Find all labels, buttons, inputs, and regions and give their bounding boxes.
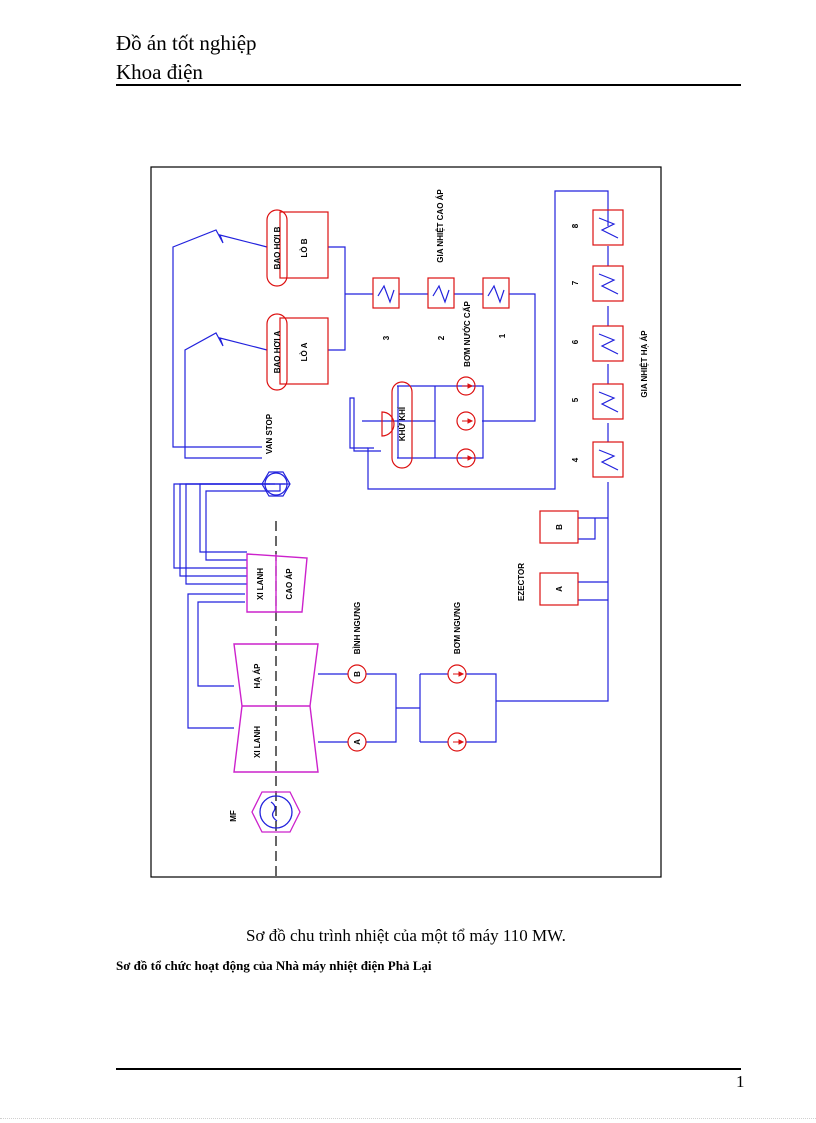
stop-valve-label: VAN STOP [265, 413, 274, 454]
stop-valve [261, 471, 291, 497]
lp-heater-group-label: GIA NHIỆT HẠ ÁP [640, 330, 649, 398]
lp-heater-6-label: 6 [571, 339, 580, 344]
thermal-cycle-diagram: BAO HƠI B LÒ B BAO HƠI A LÒ A GIA NHIỆT … [150, 166, 662, 878]
boiler-a-drum [266, 313, 288, 391]
ejector-label: EZECTOR [517, 563, 526, 601]
hp-heater-2-label: 2 [437, 335, 446, 340]
ejector-a-box [539, 572, 579, 606]
hp-cylinder-label-2: CAO ÁP [285, 568, 294, 600]
lp-heater-4-label: 4 [571, 457, 580, 462]
hp-heater-2 [427, 277, 455, 309]
deaerator-dome [381, 411, 395, 437]
boiler-b-drum [266, 209, 288, 287]
hp-heater-3-label: 3 [382, 335, 391, 340]
feed-pump-1 [456, 376, 476, 396]
hp-heater-1-label: 1 [498, 333, 507, 338]
feed-pump-3 [456, 448, 476, 468]
furnace-a [279, 317, 329, 385]
hp-heater-3 [372, 277, 400, 309]
lp-heater-8-label: 8 [571, 223, 580, 228]
condensate-pump-label: BƠM NGƯNG [453, 602, 462, 654]
condenser-b-label: B [353, 671, 362, 677]
condenser-label: BÌNH NGƯNG [353, 602, 362, 654]
deaerator-label: KHỬ KHÍ [398, 406, 407, 441]
ejector-b-box [539, 510, 579, 544]
diagram-caption: Sơ đồ chu trình nhiệt của một tổ máy 110… [246, 926, 566, 945]
page-edge-dots [0, 1118, 816, 1119]
hp-heater-group-label: GIA NHIỆT CAO ÁP [436, 189, 445, 263]
condenser-b-circle [347, 664, 367, 684]
ejector-b-label: B [555, 524, 564, 530]
lp-heater-6 [592, 325, 624, 362]
header-rule [116, 84, 741, 86]
boiler-a-label: BAO HƠI A [273, 331, 282, 374]
hp-cylinder-label-1: XI LANH [256, 568, 265, 600]
lp-cylinder-label-2: XI LANH [253, 726, 262, 758]
feed-pump-2 [456, 411, 476, 431]
boiler-b-label: BAO HƠI B [273, 226, 282, 269]
diagram-subtitle: Sơ đồ tổ chức hoạt động của Nhà máy nhiệ… [116, 958, 432, 973]
lp-heater-7-label: 7 [571, 280, 580, 285]
condenser-a-label: A [353, 739, 362, 745]
lp-heater-5-label: 5 [571, 397, 580, 402]
header-title: Đồ án tốt nghiệp [116, 31, 257, 55]
page-number: 1 [736, 1072, 745, 1091]
furnace-b [279, 211, 329, 279]
footer-rule [116, 1068, 741, 1070]
lp-heater-4 [592, 441, 624, 478]
piping [172, 190, 609, 743]
condenser-a-circle [347, 732, 367, 752]
feed-pump-label: BƠM NƯỚC CẤP [462, 301, 472, 367]
ejector-a-label: A [555, 586, 564, 592]
condensate-pump-1 [447, 664, 467, 684]
hp-cylinder [246, 553, 308, 613]
furnace-b-label: LÒ B [300, 238, 309, 257]
lp-heater-5 [592, 383, 624, 420]
furnace-a-label: LÒ A [300, 342, 309, 361]
hp-heater-1 [482, 277, 510, 309]
condensate-pump-2 [447, 732, 467, 752]
diagram-frame [150, 166, 662, 878]
generator-symbol [251, 791, 301, 833]
lp-cylinder-label-1: HẠ ÁP [253, 663, 262, 689]
lp-heater-8 [592, 209, 624, 246]
header-subtitle: Khoa điện [116, 60, 203, 84]
generator-label: MF [229, 810, 238, 822]
deaerator-tank [391, 381, 413, 469]
lp-heater-7 [592, 265, 624, 302]
